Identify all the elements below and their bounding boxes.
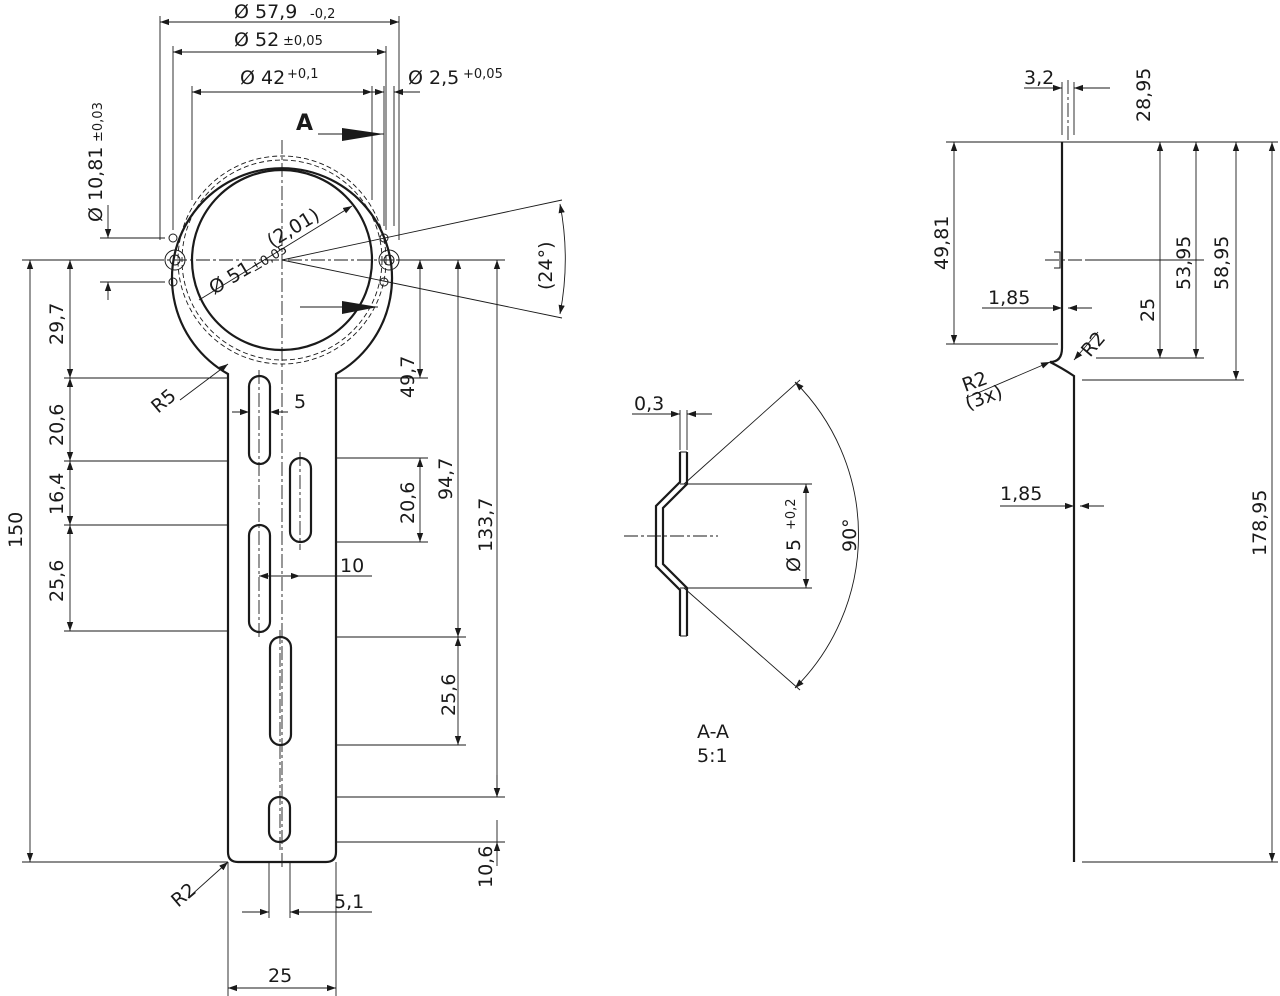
slots: [247, 370, 313, 850]
dim-133-7: 133,7: [475, 498, 497, 552]
bracket-outline: [170, 167, 394, 864]
side-view: 3,2 28,95 49,81 25 53,95 58,95 178,95 1,…: [931, 67, 1278, 863]
dim-178-95: 178,95: [1249, 490, 1271, 556]
dim-49-7: 49,7: [397, 356, 419, 398]
section-scale: 5:1: [697, 745, 728, 767]
dia-42-label: Ø 42: [240, 67, 285, 89]
section-label: A-A: [697, 721, 729, 743]
section-mark-a: A: [296, 111, 313, 136]
dim-94-7: 94,7: [435, 458, 457, 500]
side-profile: [1049, 142, 1076, 862]
dim-10-6: 10,6: [475, 846, 497, 888]
dim-29-7: 29,7: [46, 303, 68, 345]
dia-51-tol: ±0,05: [248, 242, 290, 275]
dim-25-6-right: 25,6: [438, 674, 460, 716]
r2-label: R2: [1077, 328, 1110, 362]
mount-holes: [164, 233, 400, 287]
dim-3-2: 3,2: [1024, 67, 1054, 89]
dim-28-95: 28,95: [1133, 68, 1155, 122]
section-profile: [654, 452, 682, 636]
dia-57-9-label: Ø 57,9: [234, 1, 297, 23]
angle-24-label: (24°): [535, 241, 557, 290]
dia-5-tol: +0,2: [784, 498, 799, 530]
dia-5-label: Ø 5: [783, 539, 805, 572]
dia-52-label: Ø 52: [234, 29, 279, 51]
dim-20-6-left: 20,6: [46, 404, 68, 446]
front-view: Ø 57,9 -0,2 Ø 52 ±0,05 Ø 42 +0,1 Ø 2,5 +…: [5, 1, 566, 996]
dia-57-9-tol: -0,2: [310, 7, 335, 22]
dim-5-1: 5,1: [334, 891, 364, 913]
dim-25-6-left: 25,6: [46, 560, 68, 602]
dim-1-85-bottom: 1,85: [1000, 483, 1042, 505]
dim-20-6-right: 20,6: [397, 482, 419, 524]
dim-10: 10: [340, 555, 364, 577]
dim-25-bottom: 25: [268, 965, 292, 987]
dia-52-tol: ±0,05: [283, 34, 323, 49]
dim-16-4: 16,4: [46, 473, 68, 515]
dim-25: 25: [1137, 298, 1159, 322]
dim-150: 150: [5, 512, 27, 548]
r5-label: R5: [147, 385, 181, 418]
section-view: 0,3 Ø 5 +0,2 90° A-A 5:1: [624, 379, 861, 767]
angle-90-label: 90°: [839, 518, 861, 552]
dim-58-95: 58,95: [1211, 236, 1233, 290]
dia-10-81-tol: ±0,03: [91, 102, 106, 142]
dim-49-81: 49,81: [931, 216, 953, 270]
dia-42-tol: +0,1: [287, 67, 319, 82]
dim-53-95: 53,95: [1173, 236, 1195, 290]
dia-10-81-label: Ø 10,81: [85, 147, 107, 222]
dim-1-85-top: 1,85: [988, 287, 1030, 309]
dia-2-5-label: Ø 2,5: [408, 67, 459, 89]
dim-0-3: 0,3: [634, 393, 664, 415]
dim-5: 5: [294, 391, 306, 413]
r2-label: R2: [167, 879, 201, 912]
dia-2-5-tol: +0,05: [463, 67, 503, 82]
dia-51-ref-label: (2,01): [263, 204, 323, 252]
